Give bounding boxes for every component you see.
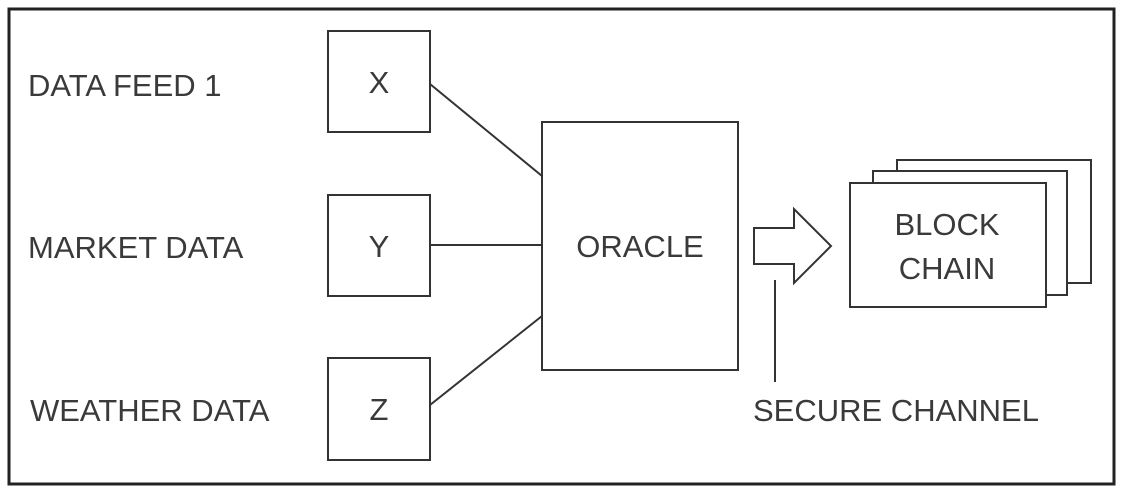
- feed-label-market-data: MARKET DATA: [28, 230, 244, 265]
- connector-x-oracle: [429, 83, 543, 177]
- feed-box-x: X: [327, 30, 431, 133]
- feed-box-z: Z: [327, 357, 431, 461]
- oracle-box: ORACLE: [541, 121, 739, 371]
- feed-symbol-x: X: [369, 65, 390, 100]
- diagram-frame: [7, 7, 1116, 486]
- blockchain-label-line1: BLOCK: [894, 207, 999, 242]
- arrow-right-icon: [753, 206, 833, 286]
- feed-symbol-z: Z: [370, 392, 389, 427]
- feed-box-y: Y: [327, 194, 431, 297]
- oracle-label: ORACLE: [576, 229, 703, 264]
- blockchain-stack: BLOCK CHAIN: [849, 159, 1092, 308]
- blockchain-label-line2: CHAIN: [899, 251, 995, 286]
- connector-z-oracle: [429, 315, 543, 406]
- feed-symbol-y: Y: [369, 229, 390, 264]
- feed-label-weather-data: WEATHER DATA: [30, 393, 270, 428]
- blockchain-page-front: [849, 182, 1047, 308]
- secure-channel-label: SECURE CHANNEL: [753, 393, 1039, 428]
- feed-label-data-feed-1: DATA FEED 1: [28, 68, 222, 103]
